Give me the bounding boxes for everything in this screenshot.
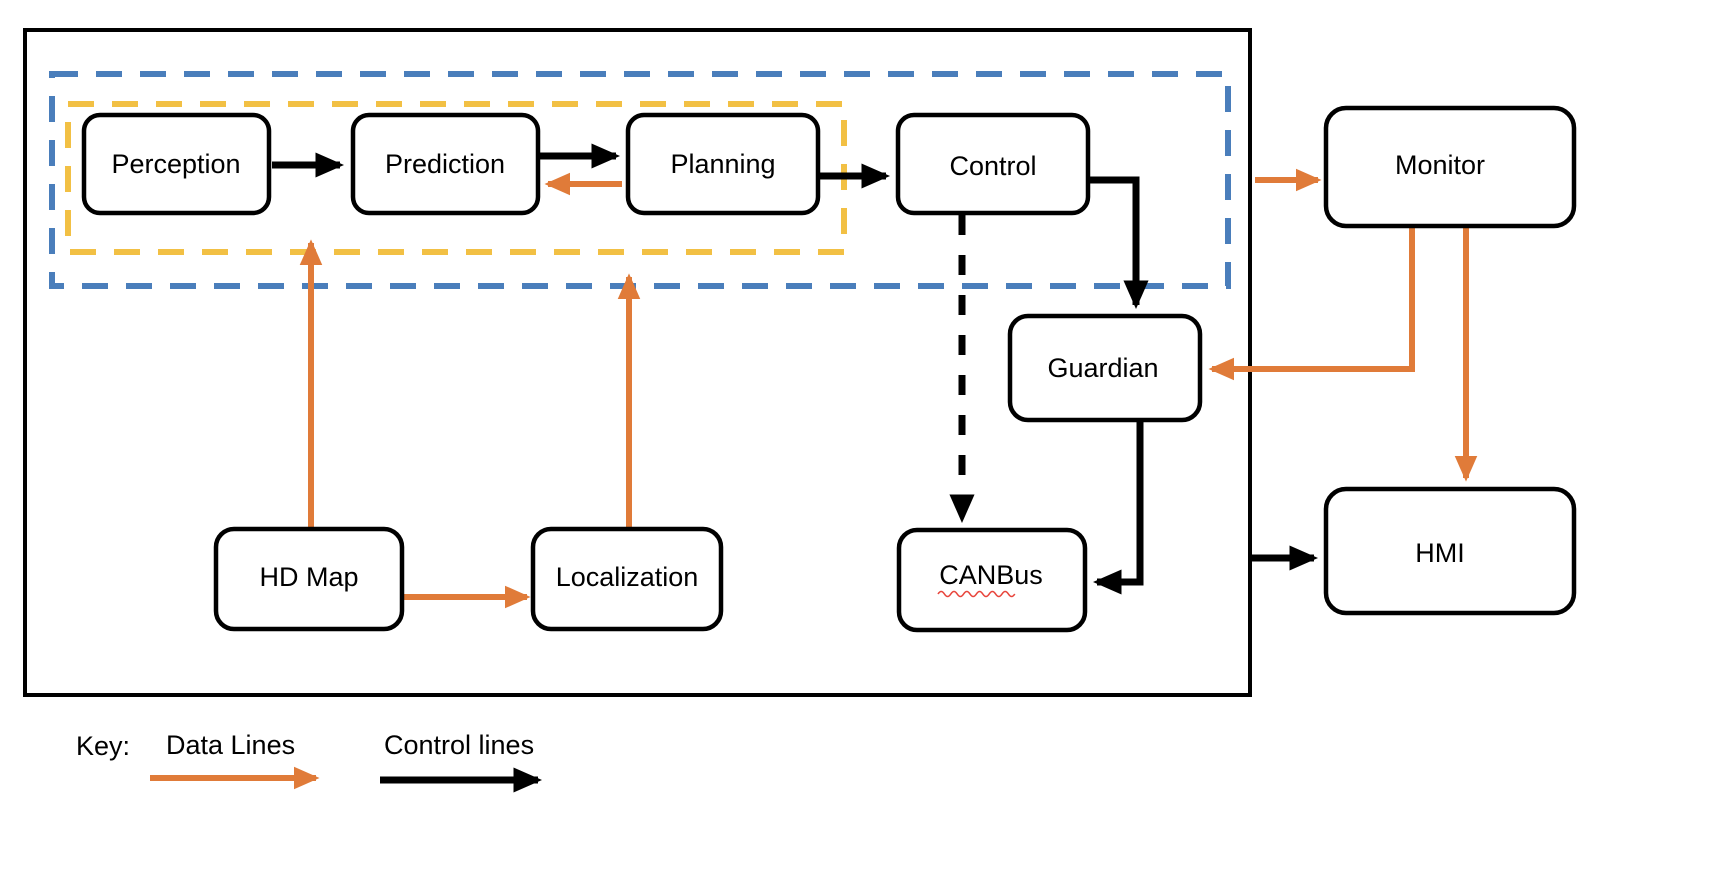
node-perception-box[interactable]	[81, 112, 272, 216]
node-localization[interactable]: Localization	[530, 526, 724, 632]
node-localization-label: Localization	[556, 562, 699, 592]
spellcheck-underline-icon	[937, 590, 1016, 598]
node-canbus-label: CANBus	[939, 560, 1043, 590]
node-hmi-box[interactable]	[1323, 486, 1577, 616]
group-outer-frame	[23, 28, 1252, 697]
node-control-box[interactable]	[895, 112, 1091, 216]
node-perception-label: Perception	[111, 149, 240, 179]
node-control[interactable]: Control	[895, 112, 1091, 216]
node-monitor-label: Monitor	[1395, 150, 1485, 180]
node-guardian-box[interactable]	[1007, 313, 1203, 423]
node-planning-label: Planning	[670, 149, 775, 179]
node-canbus[interactable]: CANBus	[896, 527, 1088, 633]
legend-item-control-lines-label: Control lines	[384, 730, 534, 760]
node-hd-map-label: HD Map	[259, 562, 358, 592]
node-prediction-label: Prediction	[385, 149, 505, 179]
node-planning[interactable]: Planning	[625, 112, 821, 216]
node-control-label: Control	[949, 151, 1036, 181]
node-localization-box[interactable]	[530, 526, 724, 632]
node-prediction-box[interactable]	[350, 112, 541, 216]
node-hmi-label: HMI	[1415, 538, 1465, 568]
node-guardian[interactable]: Guardian	[1007, 313, 1203, 423]
node-hmi[interactable]: HMI	[1323, 486, 1577, 616]
group-autonomy-stack	[49, 71, 1231, 289]
legend-item-data-lines-label: Data Lines	[166, 730, 295, 760]
legend-title: Key:	[76, 731, 130, 761]
node-prediction[interactable]: Prediction	[350, 112, 541, 216]
edge-guardian-to-canbus	[1092, 421, 1144, 595]
node-hd-map-box[interactable]	[213, 526, 405, 632]
node-perception[interactable]: Perception	[81, 112, 272, 216]
node-monitor[interactable]: Monitor	[1323, 105, 1577, 229]
node-planning-box[interactable]	[625, 112, 821, 216]
edge-monitor-to-guardian	[1208, 226, 1415, 381]
node-hd-map[interactable]: HD Map	[213, 526, 405, 632]
node-canbus-box[interactable]	[896, 527, 1088, 633]
node-monitor-box[interactable]	[1323, 105, 1577, 229]
node-guardian-label: Guardian	[1047, 353, 1158, 383]
legend: Key: Data Lines Control lines	[76, 730, 543, 793]
